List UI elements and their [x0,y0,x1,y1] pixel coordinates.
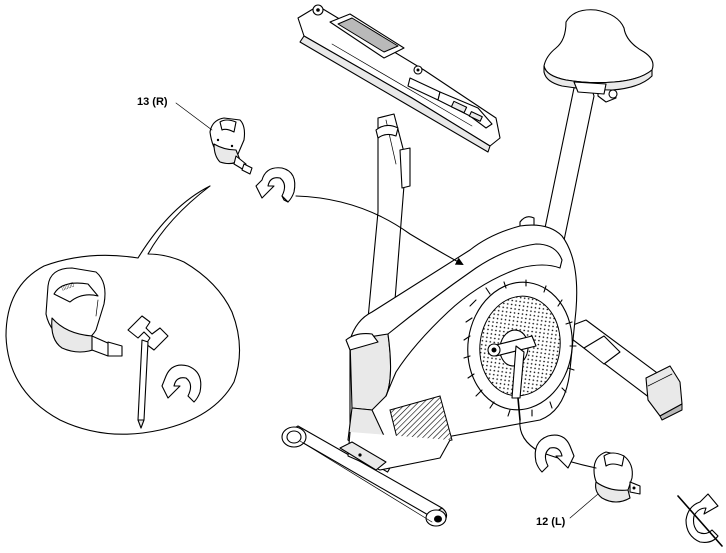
right-pedal-callout: 13 (R) [137,96,212,130]
left-pedal-callout: 12 (L) [536,494,598,528]
right-pedal [210,118,252,174]
rear-stabilizer [560,320,682,420]
console [298,5,500,152]
right-pedal-label: 13 (R) [137,96,168,108]
crossed-rotation-icon [678,494,722,546]
counterclockwise-arrow-icon [256,168,295,202]
left-pedal [594,452,640,502]
left-pedal-label: 12 (L) [536,516,566,528]
detail-callout-bubble: ▯▯▯▯ [6,186,240,434]
clockwise-arrow-icon [535,435,574,472]
seat [544,10,653,94]
exercise-bike [282,5,682,526]
